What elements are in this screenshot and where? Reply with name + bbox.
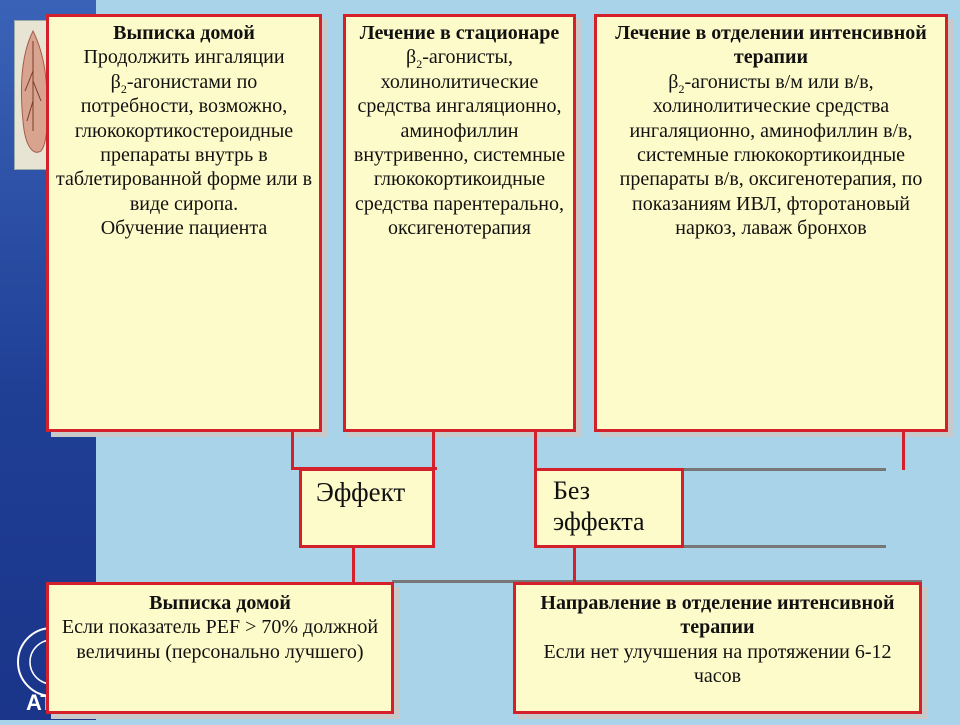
bottom-icu-box: Направление в отделение интенсивной тера… [513, 582, 922, 714]
connector-line [573, 546, 576, 582]
bottom-home-text: Если показатель PEF > 70% должной величи… [61, 616, 379, 663]
bottom-icu-title: Направление в отделение интенсивной тера… [540, 592, 895, 639]
hospital-treatment-box: Лечение в стационаре β2-агонисты, холино… [343, 14, 576, 432]
no-effect-label: Без эффекта [553, 476, 645, 537]
connector-line [352, 546, 355, 582]
home-discharge-text: Продолжить ингаляции β2-агонистами по по… [55, 46, 313, 240]
connector-line [291, 430, 294, 470]
bottom-home-title: Выписка домой [149, 592, 291, 614]
no-effect-box: Без эффекта [534, 468, 684, 548]
connector-shadow [540, 545, 886, 548]
hospital-treatment-title: Лечение в стационаре [359, 22, 560, 44]
home-discharge-title: Выписка домой [113, 22, 255, 44]
home-discharge-box: Выписка домой Продолжить ингаляции β2-аг… [46, 14, 322, 432]
icu-treatment-title: Лечение в отделении интенсивной терапии [615, 22, 927, 69]
connector-shadow [540, 468, 886, 471]
connector-line [432, 430, 435, 470]
effect-label: Эффект [316, 477, 406, 507]
bottom-home-box: Выписка домой Если показатель PEF > 70% … [46, 582, 394, 714]
hospital-treatment-text: β2-агонисты, холинолитические средства и… [353, 46, 566, 240]
connector-shadow [392, 580, 922, 583]
connector-line [534, 430, 537, 470]
connector-line [902, 430, 905, 470]
icu-treatment-text: β2-агонисты в/м или в/в, холинолитически… [619, 70, 923, 240]
icu-treatment-box: Лечение в отделении интенсивной терапии … [594, 14, 948, 432]
bottom-icu-text: Если нет улучшения на протяжении 6-12 ча… [543, 640, 892, 688]
effect-box: Эффект [299, 468, 435, 548]
lungs-illustration [14, 20, 52, 170]
